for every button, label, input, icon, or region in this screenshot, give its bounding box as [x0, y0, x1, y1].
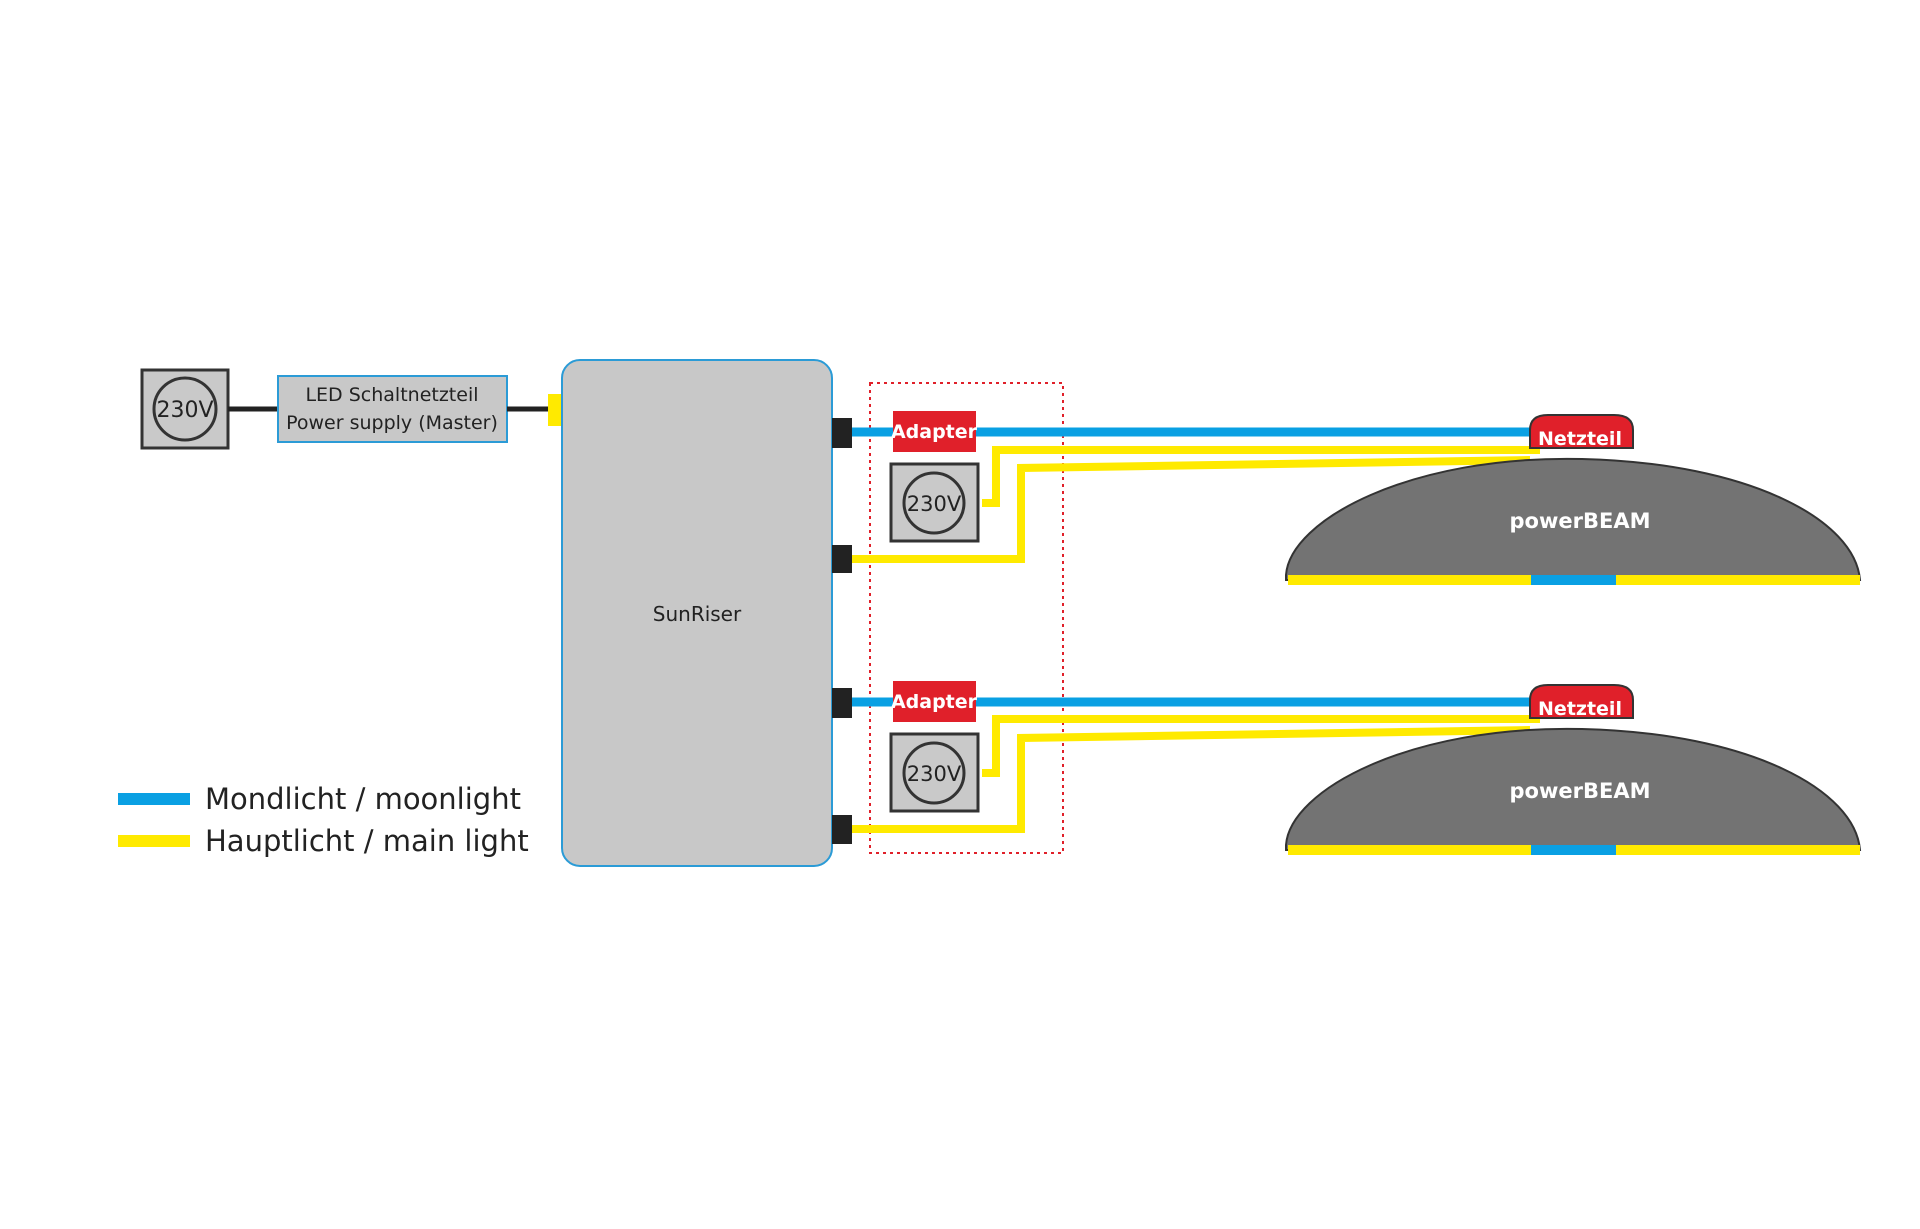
sunriser-label: SunRiser — [653, 602, 742, 626]
adapter-upper: Adapter — [891, 411, 978, 452]
powerbeam-label: powerBEAM — [1510, 779, 1651, 803]
legend-swatch-main-light — [118, 835, 190, 847]
legend-label-moonlight: Mondlicht / moonlight — [205, 782, 521, 816]
main-light-cable — [982, 446, 1540, 507]
powerbeam-upper: Netzteil powerBEAM — [1285, 414, 1862, 585]
power-supply-line2: Power supply (Master) — [286, 412, 498, 434]
beam-moonlight-strip — [1531, 845, 1616, 855]
output-connector — [832, 815, 852, 844]
adapter-outlet-voltage: 230V — [907, 492, 962, 516]
main-light-cable — [852, 726, 1531, 833]
powerbeam-label: powerBEAM — [1510, 509, 1651, 533]
output-connector — [832, 688, 852, 718]
main-light-cable — [982, 715, 1540, 777]
legend-label-main-light: Hauptlicht / main light — [205, 824, 529, 858]
powerbeam-lower: Netzteil powerBEAM — [1285, 684, 1862, 855]
adapter-lower: Adapter — [891, 681, 978, 722]
main-light-cable — [852, 456, 1531, 563]
sunriser-controller: SunRiser — [561, 359, 833, 867]
beam-moonlight-strip — [1531, 575, 1616, 585]
legend: Mondlicht / moonlight Hauptlicht / main … — [118, 782, 529, 858]
output-connector — [832, 545, 852, 573]
outlet-voltage-label: 230V — [156, 398, 213, 423]
dc-input-connector — [548, 394, 562, 426]
adapter-outlet-voltage: 230V — [907, 762, 962, 786]
netzteil-label: Netzteil — [1538, 428, 1622, 450]
mains-outlet: 230V — [140, 368, 230, 450]
power-supply: LED Schaltnetzteil Power supply (Master) — [277, 375, 508, 443]
adapter-group-frame — [869, 382, 1064, 854]
adapter-outlet-upper: 230V — [889, 462, 980, 543]
adapter-label: Adapter — [891, 421, 978, 443]
netzteil-label: Netzteil — [1538, 698, 1622, 720]
adapter-label: Adapter — [891, 691, 978, 713]
output-connector — [832, 418, 852, 448]
adapter-outlet-lower: 230V — [889, 732, 980, 813]
legend-swatch-moonlight — [118, 793, 190, 805]
power-supply-line1: LED Schaltnetzteil — [305, 384, 478, 406]
